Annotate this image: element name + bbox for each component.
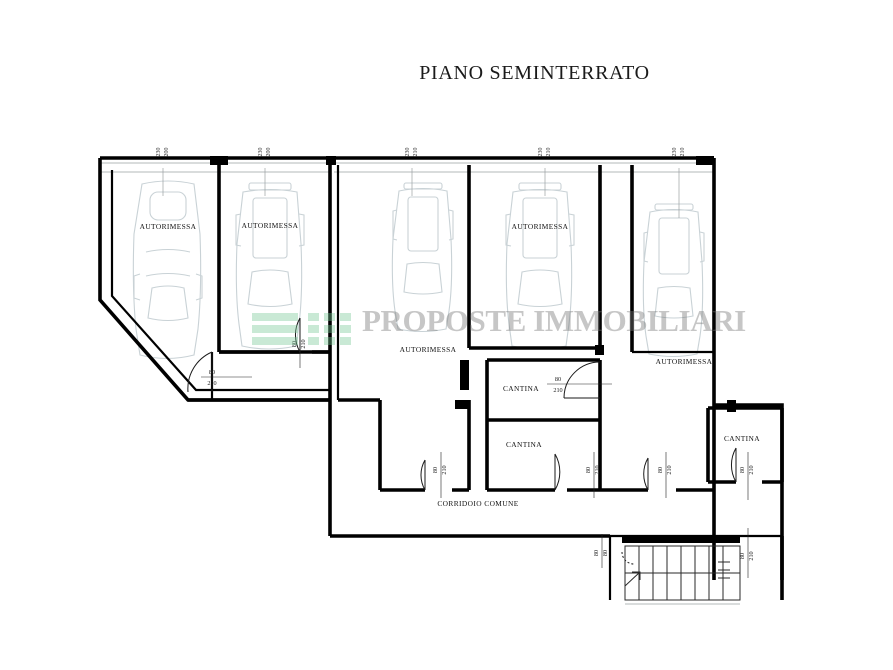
svg-text:210: 210	[207, 380, 216, 387]
svg-text:80: 80	[555, 376, 561, 383]
room-label-garage-4: AUTORIMESSA	[512, 222, 569, 231]
car-group	[132, 180, 705, 360]
svg-text:80: 80	[657, 467, 664, 473]
room-label-garage-1: AUTORIMESSA	[140, 222, 197, 231]
svg-text:230: 230	[156, 148, 162, 157]
svg-text:80: 80	[585, 467, 592, 473]
car-icon-2	[235, 182, 305, 350]
svg-text:80: 80	[739, 553, 746, 559]
garage-door-marker-5: 230 210	[672, 148, 686, 157]
room-label-cellar-2: CANTINA	[506, 440, 542, 449]
svg-text:210: 210	[680, 148, 686, 157]
svg-text:230: 230	[405, 148, 411, 157]
door-marker-1: 80 210	[201, 369, 252, 387]
room-label-cellar-3: CANTINA	[724, 434, 760, 443]
svg-text:210: 210	[300, 339, 307, 348]
door-marker-2: 80 210	[291, 330, 307, 368]
garage-door-marker-1: 230 200	[156, 148, 170, 157]
svg-text:80: 80	[209, 369, 215, 376]
door-marker-9: 80 80	[593, 534, 609, 568]
garage-door-marker-4: 230 210	[538, 148, 552, 157]
door-marker-7: 80 210	[739, 452, 755, 500]
svg-text:230: 230	[538, 148, 544, 157]
garage-door-markers: 230 200 230 200 230 210 230 210 230 210	[156, 148, 686, 157]
door-marker-4: 80 210	[432, 452, 448, 498]
staircase	[624, 545, 741, 601]
svg-text:80: 80	[593, 550, 600, 556]
room-label-corridor: CORRIDOIO COMUNE	[437, 499, 518, 508]
page-title: PIANO SEMINTERRATO	[0, 62, 893, 85]
door-marker-8: 80 210	[739, 528, 755, 578]
door-marker-6: 80 210	[657, 452, 673, 498]
car-icon-3	[391, 182, 454, 333]
car-icon-1	[132, 180, 203, 360]
room-label-garage-3: AUTORIMESSA	[400, 345, 457, 354]
svg-text:210: 210	[546, 148, 552, 157]
room-label-garage-5: AUTORIMESSA	[656, 357, 713, 366]
car-icon-4	[505, 182, 575, 350]
room-label-cellar-1: CANTINA	[503, 384, 539, 393]
svg-text:210: 210	[748, 465, 755, 474]
garage-door-marker-3: 230 210	[405, 148, 419, 157]
svg-text:230: 230	[258, 148, 264, 157]
door-marker-5: 80 210	[585, 452, 601, 498]
svg-text:80: 80	[739, 467, 746, 473]
svg-text:80: 80	[291, 341, 298, 347]
car-icon-5	[642, 203, 705, 358]
wall-fill	[210, 156, 736, 412]
svg-text:80: 80	[432, 467, 439, 473]
svg-text:80: 80	[602, 550, 609, 556]
door-marker-3: 80 210	[547, 376, 612, 394]
svg-text:230: 230	[672, 148, 678, 157]
svg-text:210: 210	[666, 465, 673, 474]
room-label-garage-2: AUTORIMESSA	[242, 221, 299, 230]
door-markers: 80 210 80 210 80 210 80 210	[201, 330, 755, 578]
page-title-text: PIANO SEMINTERRATO	[419, 62, 650, 84]
room-labels: AUTORIMESSA AUTORIMESSA AUTORIMESSA AUTO…	[140, 221, 760, 508]
svg-text:210: 210	[553, 387, 562, 394]
svg-text:210: 210	[748, 551, 755, 560]
svg-text:200: 200	[164, 148, 170, 157]
svg-text:210: 210	[413, 148, 419, 157]
garage-door-marker-2: 230 200	[258, 148, 272, 157]
svg-text:210: 210	[594, 465, 601, 474]
svg-text:210: 210	[441, 465, 448, 474]
walls	[98, 156, 784, 600]
svg-text:200: 200	[266, 148, 272, 157]
